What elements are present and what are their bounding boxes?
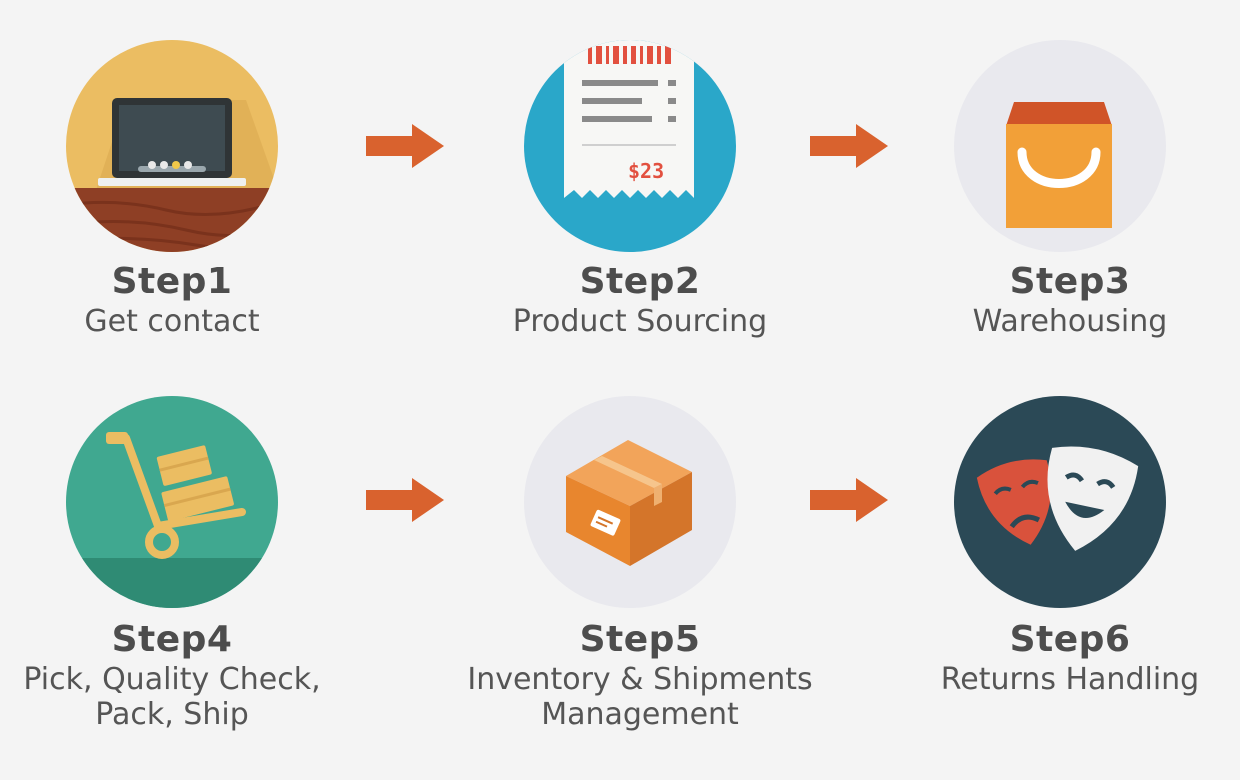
laptop-icon — [66, 40, 278, 252]
step6-label: Step6 Returns Handling — [890, 618, 1240, 697]
step-description: Warehousing — [972, 304, 1168, 339]
shopping-bag-icon — [954, 40, 1166, 252]
step4-label: Step4 Pick, Quality Check, Pack, Ship — [0, 618, 352, 732]
arrow-right-icon — [366, 124, 444, 168]
arrow-right-icon — [810, 124, 888, 168]
step3-label: Step3 Warehousing — [890, 260, 1240, 339]
arrow-2 — [810, 124, 890, 168]
step6-icon-circle — [954, 396, 1166, 608]
arrow-1 — [366, 124, 446, 168]
step5-label: Step5 Inventory & Shipments Management — [460, 618, 820, 732]
arrow-right-icon — [810, 478, 888, 522]
step-description: Returns Handling — [940, 662, 1200, 697]
step-title: Step4 — [111, 619, 233, 660]
svg-text:$23: $23 — [628, 159, 664, 183]
step-title: Step1 — [111, 261, 233, 302]
step-title: Step6 — [1009, 619, 1131, 660]
theater-masks-icon — [954, 396, 1166, 608]
step4-icon-circle — [66, 396, 278, 608]
receipt-icon: $23 — [524, 40, 736, 252]
step-title: Step5 — [579, 619, 701, 660]
step1-icon-circle — [66, 40, 278, 252]
step-title: Step3 — [1009, 261, 1131, 302]
step-description: Product Sourcing — [512, 304, 768, 339]
step-description: Pack, Ship — [95, 697, 249, 732]
step3-icon-circle — [954, 40, 1166, 252]
arrow-4 — [810, 478, 890, 522]
arrow-3 — [366, 478, 446, 522]
step5-icon-circle — [524, 396, 736, 608]
step2-icon-circle: $23 — [524, 40, 736, 252]
step-title: Step2 — [579, 261, 701, 302]
step-description: Pick, Quality Check, — [23, 662, 321, 697]
step-description: Get contact — [84, 304, 260, 339]
step2-label: Step2 Product Sourcing — [460, 260, 820, 339]
step-description: Management — [541, 697, 739, 732]
package-box-icon — [524, 396, 736, 608]
step-description: Inventory & Shipments — [467, 662, 813, 697]
step1-label: Step1 Get contact — [0, 260, 352, 339]
arrow-right-icon — [366, 478, 444, 522]
hand-truck-icon — [66, 396, 278, 608]
